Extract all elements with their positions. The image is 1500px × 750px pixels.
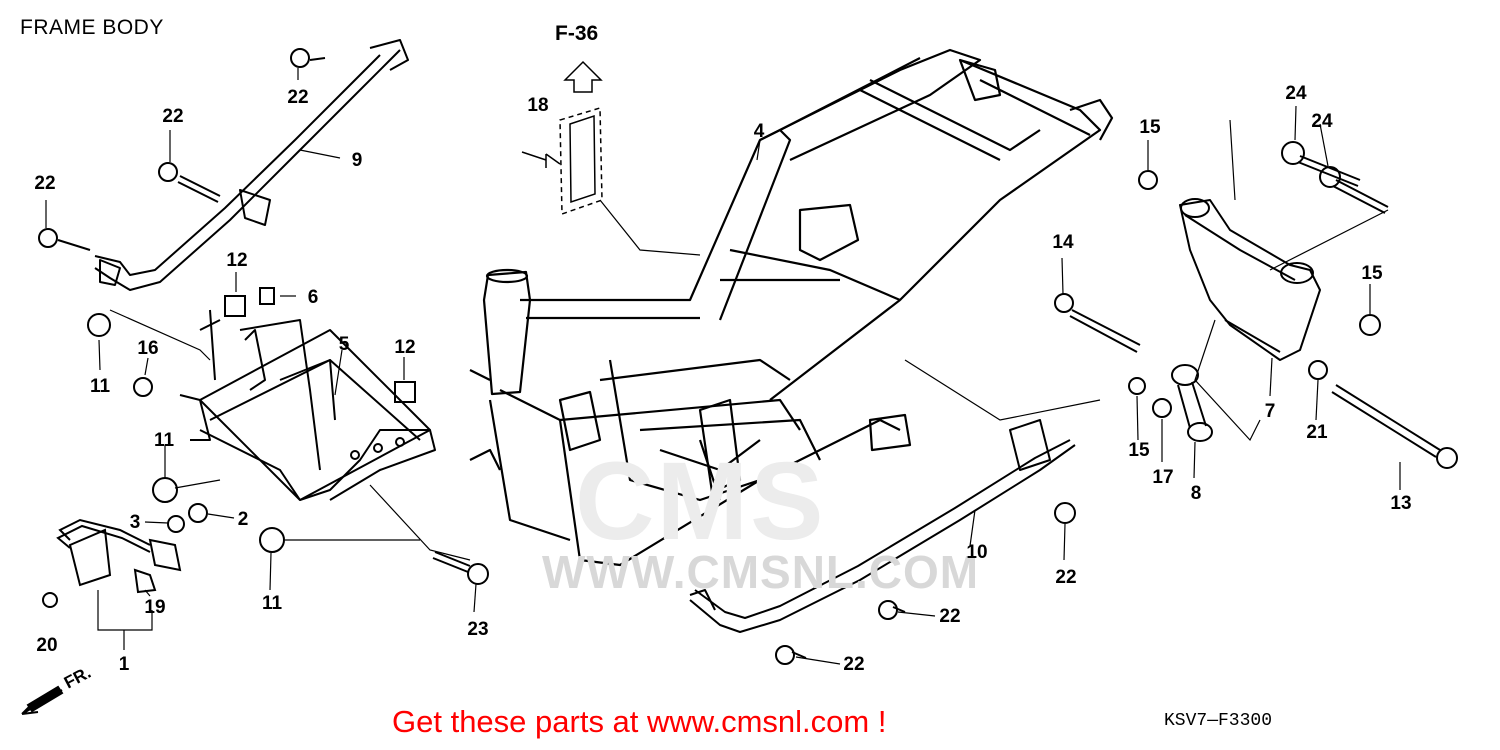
callout-part-24[interactable]: 24 [1285,83,1307,104]
callout-part-14[interactable]: 14 [1052,232,1074,253]
callout-part-22[interactable]: 22 [34,173,56,194]
callout-part-19[interactable]: 19 [144,597,166,618]
callout-part-21[interactable]: 21 [1306,422,1328,443]
callout-part-12[interactable]: 12 [394,337,416,358]
front-direction-arrow-icon [21,685,64,715]
drawing-number: KSV7—F3300 [1164,711,1273,731]
callout-part-22[interactable]: 22 [162,106,184,127]
watermark-url: WWW.CMSNL.COM [542,546,980,598]
leader-lines [45,68,1401,665]
callout-part-24[interactable]: 24 [1311,111,1333,132]
callout-part-15[interactable]: 15 [1128,440,1150,461]
callout-part-18[interactable]: 18 [527,95,549,116]
callout-part-3[interactable]: 3 [129,512,141,533]
callout-part-12[interactable]: 12 [226,250,248,271]
callout-part-9[interactable]: 9 [351,150,363,171]
engine-hanger-link [1179,198,1321,361]
callout-part-22[interactable]: 22 [939,606,961,627]
callout-part-10[interactable]: 10 [966,542,988,563]
callout-part-20[interactable]: 20 [36,635,58,656]
callout-part-23[interactable]: 23 [467,619,489,640]
diagram-title: FRAME BODY [20,16,164,39]
reference-code[interactable]: F-36 [555,22,599,45]
callout-part-1[interactable]: 1 [118,654,130,675]
watermark-brand: CMS [575,440,826,563]
callout-part-15[interactable]: 15 [1139,117,1161,138]
callout-part-7[interactable]: 7 [1264,401,1276,422]
callout-part-22[interactable]: 22 [287,87,309,108]
link-rod [1171,364,1213,442]
callout-part-11[interactable]: 11 [153,430,175,451]
callout-part-11[interactable]: 11 [261,593,283,614]
callout-part-13[interactable]: 13 [1390,493,1412,514]
callout-part-22[interactable]: 22 [1055,567,1077,588]
callout-part-11[interactable]: 11 [89,376,111,397]
callout-part-5[interactable]: 5 [338,334,350,355]
front-subframe [179,309,436,501]
callout-part-16[interactable]: 16 [137,338,159,359]
bolt-shafts [57,57,1441,659]
callout-part-6[interactable]: 6 [307,287,319,308]
callout-part-4[interactable]: 4 [753,121,765,142]
reference-arrow-icon [563,60,603,93]
caution-label-plate [521,106,603,216]
footer-parts-link[interactable]: Get these parts at www.cmsnl.com ! [392,704,887,739]
callout-part-2[interactable]: 2 [237,509,249,530]
upper-stay-bar [94,39,409,291]
callout-part-8[interactable]: 8 [1190,483,1202,504]
callout-part-15[interactable]: 15 [1361,263,1383,284]
callout-part-17[interactable]: 17 [1152,467,1174,488]
callout-part-22[interactable]: 22 [843,654,865,675]
wire-harness [56,518,182,594]
side-stay-bar [689,419,1076,633]
fasteners [38,48,1458,665]
main-frame [469,48,1114,567]
